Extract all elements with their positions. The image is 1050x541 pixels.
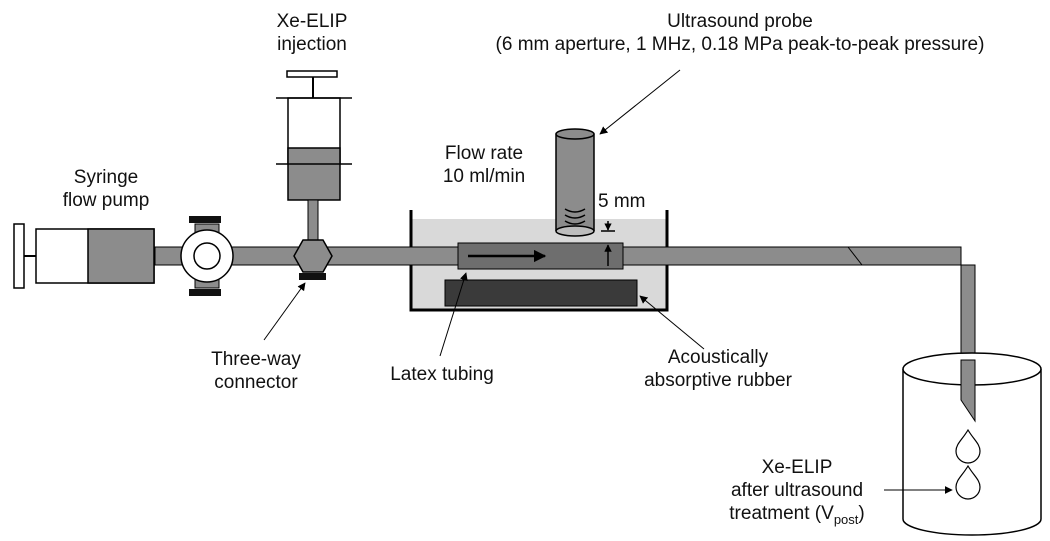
four-way-valve (180, 216, 234, 296)
droplet-2 (955, 464, 981, 500)
connector-label: Three-way connector (211, 349, 301, 393)
valve-cap-bottom (189, 289, 221, 296)
flow-rate-label: Flow rate 10 ml/min (442, 143, 526, 187)
tube-joint (847, 246, 863, 266)
collection-label-line3: treatment (Vpost) (729, 503, 865, 527)
connector-body (293, 239, 333, 273)
gap-dimension (601, 221, 615, 266)
pump-plunger-handle (13, 223, 25, 289)
probe-label: Ultrasound probe (6 mm aperture, 1 MHz, … (495, 11, 985, 55)
injection-label: Xe-ELIP injection (276, 11, 348, 55)
tubing-label: Latex tubing (390, 364, 494, 385)
pump-fluid (87, 228, 155, 284)
three-way-connector (293, 239, 333, 280)
valve-core (193, 242, 221, 270)
probe-face (555, 225, 595, 237)
injection-syringe (276, 70, 352, 243)
valve-cap-top (189, 216, 221, 223)
syringe-flow-pump (13, 223, 155, 289)
collection-label: Xe-ELIP after ultrasound treatment (Vpos… (712, 456, 882, 531)
collection-beaker (902, 352, 1042, 536)
injection-fluid (287, 147, 341, 201)
beaker-outlet-tube (960, 359, 976, 423)
rubber-callout-arrow (639, 295, 705, 350)
probe-body (556, 134, 594, 231)
pump-label: Syringe flow pump (62, 167, 150, 211)
droplet-1 (955, 428, 981, 464)
gap-label: 5 mm (598, 191, 646, 212)
absorptive-rubber (444, 279, 638, 307)
probe-wave-1 (564, 208, 586, 213)
probe-callout-arrow (599, 69, 681, 135)
tubing-callout-arrow (439, 272, 468, 357)
connector-cap (299, 273, 326, 280)
probe-wave-3 (564, 220, 586, 225)
ultrasound-probe (555, 128, 595, 237)
injection-plunger-top (286, 70, 338, 78)
rubber-label: Acoustically absorptive rubber (644, 347, 792, 391)
injection-needle (307, 199, 319, 243)
connector-callout-arrow (263, 282, 306, 341)
probe-top (555, 128, 595, 140)
probe-wave-2 (564, 214, 586, 219)
